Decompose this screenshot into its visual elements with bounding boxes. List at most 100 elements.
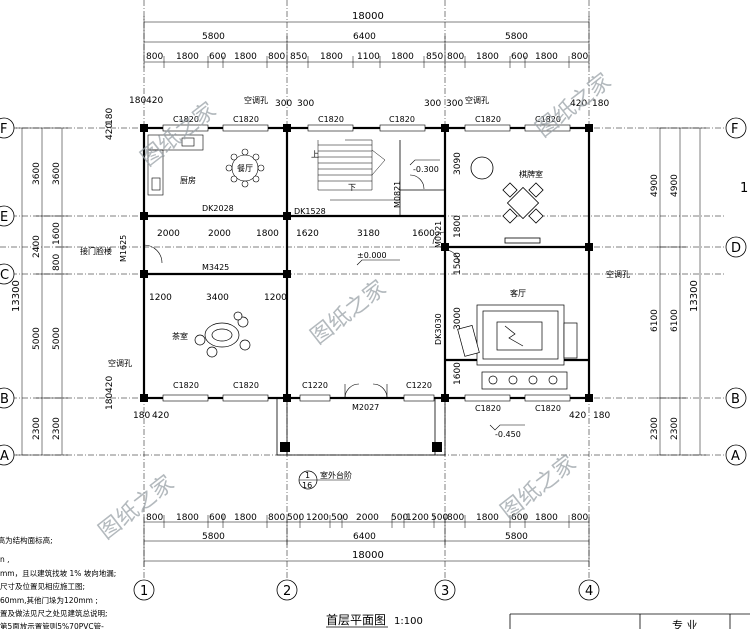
left-inner-dim: 3600 — [52, 162, 62, 185]
left-inner-dim: 1600 — [52, 222, 62, 245]
small-dim: 420 — [569, 411, 586, 421]
top-detail-dim: 1800 — [320, 52, 343, 62]
left-inner-dim: 2300 — [52, 417, 62, 440]
room-reception: 接门脸楼 — [80, 246, 112, 256]
watermark-text: 图纸之家 — [306, 276, 391, 350]
title-block — [509, 613, 750, 629]
small-dim: 300 — [275, 99, 292, 109]
small-dim: 2000 — [208, 229, 231, 239]
room-dining: 餐厅 — [237, 164, 253, 173]
columns — [140, 124, 593, 452]
bottom-detail-dim: 800 — [571, 513, 588, 523]
bottom-detail-dim: 1800 — [176, 513, 199, 523]
grid-row-label-left: C — [0, 268, 9, 283]
window-marks — [162, 124, 571, 402]
small-dim: 180 — [592, 99, 609, 109]
left-outer-dim: 5000 — [32, 327, 42, 350]
elevation-label: ±0.000 — [357, 251, 387, 260]
note-line: 1.本层标高为结构面标高; — [0, 535, 53, 545]
small-dim: 300 — [424, 99, 441, 109]
bottom-detail-dim: 500 — [287, 513, 304, 523]
right-outer-dim: 4900 — [670, 174, 680, 197]
ac-hole-label: 空调孔 — [465, 95, 489, 105]
bottom-detail-dim: 2000 — [356, 513, 379, 523]
small-dim: 3400 — [206, 293, 229, 303]
window-label: C1820 — [535, 404, 561, 413]
top-mid-dim-2: 6400 — [353, 32, 376, 42]
left-inner-dim: 5000 — [52, 327, 62, 350]
door-label: DK1528 — [294, 207, 326, 216]
bottom-detail-dim: 800 — [447, 513, 464, 523]
top-mid-dim-3: 5800 — [505, 32, 528, 42]
window-label: C1820 — [475, 115, 501, 124]
mahjong-table — [470, 156, 544, 244]
top-detail-dim: 1800 — [391, 52, 414, 62]
right-total-dim: 13300 — [689, 280, 700, 312]
bottom-detail-dim: 600 — [511, 513, 528, 523]
bottom-detail-dim: 500 — [391, 513, 408, 523]
small-dim: 1500 — [453, 252, 463, 275]
right-dimensions: 4900 6100 2300 4900 6100 2300 13300 — [650, 127, 706, 456]
bottom-detail-dim: 800 — [268, 513, 285, 523]
left-dimensions: 13300 3600 2400 5000 2300 3600 1600 800 … — [11, 127, 68, 456]
bottom-detail-dim: 500 — [331, 513, 348, 523]
top-detail-dim: 1800 — [535, 52, 558, 62]
top-dimensions: 18000 5800 6400 5800 800 1800 600 1800 8… — [143, 11, 590, 68]
small-dim: 1800 — [453, 215, 463, 238]
small-dim: 1600 — [412, 229, 435, 239]
top-detail-dim: 1100 — [357, 52, 380, 62]
door-label: M1625 — [119, 235, 128, 262]
elevation-label: -0.300 — [413, 165, 439, 174]
small-dim: 1620 — [296, 229, 319, 239]
title-block-label: 专 业 — [672, 618, 698, 629]
note-line: 第5面放示置管则5%70PVC管- — [0, 621, 104, 629]
callout-number-top: 1 — [305, 471, 310, 480]
dining-table — [225, 148, 265, 188]
small-dim: 420 — [105, 376, 115, 393]
bottom-detail-dim: 1200 — [406, 513, 429, 523]
top-detail-dim: 800 — [146, 52, 163, 62]
tea-set — [194, 311, 251, 358]
window-label: C1820 — [318, 115, 344, 124]
small-dim: 3000 — [453, 307, 463, 330]
small-dim: 300 — [446, 99, 463, 109]
small-dim: 180 — [593, 411, 610, 421]
grid-col-label: 1 — [140, 584, 148, 599]
small-dimensions: 180 420 300 300 300 300 420 180 2000 200… — [105, 96, 610, 421]
room-labels: 厨房 餐厅 棋牌室 客厅 茶室 接门脸楼 — [80, 164, 543, 341]
grid-col-label: 4 — [585, 584, 593, 599]
bottom-detail-dim: 1800 — [234, 513, 257, 523]
top-detail-dim: 800 — [447, 52, 464, 62]
scale-text: 1:100 — [394, 616, 423, 627]
small-dim: 1200 — [264, 293, 287, 303]
bottom-detail-dim: 1200 — [306, 513, 329, 523]
right-outer-dim: 6100 — [670, 309, 680, 332]
window-label: C1820 — [535, 115, 561, 124]
notes-block: 1.本层标高为结构面标高; n , mm，且以建筑找坡 1% 坡向地漏; 尺寸及… — [0, 535, 116, 629]
kitchen-counter — [147, 134, 204, 196]
window-label: C1820 — [173, 381, 199, 390]
note-line: mm，且以建筑找坡 1% 坡向地漏; — [0, 568, 116, 578]
top-detail-dim: 800 — [268, 52, 285, 62]
bottom-dimensions: 800 1800 600 1800 800 500 1200 500 2000 … — [143, 513, 590, 567]
bottom-mid-dim-1: 5800 — [202, 532, 225, 542]
window-label: C1820 — [233, 381, 259, 390]
small-dim: 1200 — [149, 293, 172, 303]
grid-row-label-right: B — [731, 392, 740, 407]
elevation-marks — [356, 159, 525, 431]
grid-col-label: 3 — [441, 584, 449, 599]
ac-hole-label: 空调孔 — [108, 358, 132, 368]
callout-number-bottom: 16 — [302, 481, 312, 490]
note-line: 置及做法见尺之处见建筑总说明; — [0, 608, 108, 618]
right-inner-dim: 2300 — [650, 417, 660, 440]
small-dim: 300 — [297, 99, 314, 109]
bottom-mid-dim-3: 5800 — [505, 532, 528, 542]
top-detail-dim: 1800 — [176, 52, 199, 62]
small-dim: 420 — [570, 99, 587, 109]
grid-row-label-right: A — [731, 449, 740, 464]
small-dim: 2000 — [157, 229, 180, 239]
grid-row-label-right: D — [731, 241, 741, 256]
ac-hole-label: 空调孔 — [606, 269, 630, 279]
stair-up-label: 上 — [311, 150, 319, 159]
